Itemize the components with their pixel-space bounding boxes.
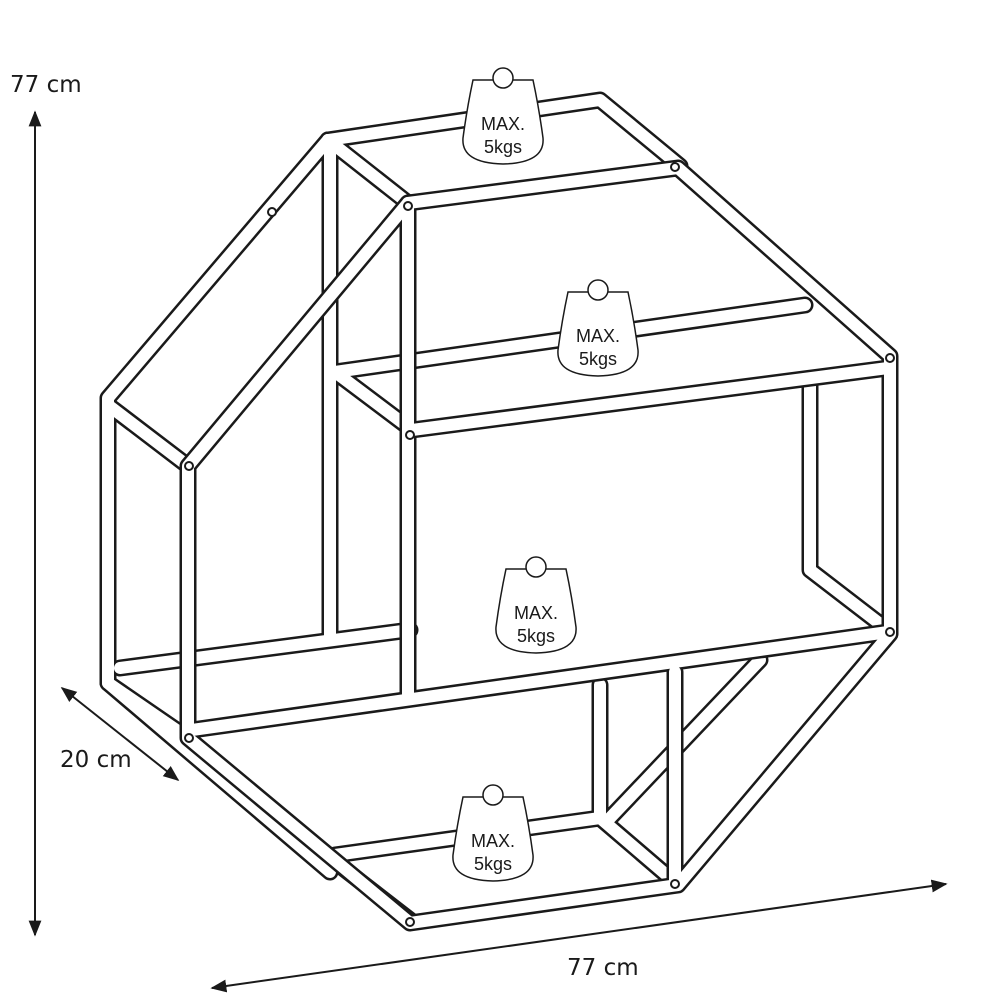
height-label: 77 cm <box>10 72 82 98</box>
weight-line2: 5kgs <box>517 626 555 646</box>
depth-dimension <box>60 687 180 781</box>
rivets <box>184 162 895 927</box>
weight-line1: MAX. <box>471 831 515 851</box>
depth-label: 20 cm <box>60 747 132 773</box>
front-frame <box>188 168 890 923</box>
width-label: 77 cm <box>567 955 639 981</box>
weight-line1: MAX. <box>481 114 525 134</box>
weight-line2: 5kgs <box>484 137 522 157</box>
weight-line2: 5kgs <box>579 349 617 369</box>
width-dimension <box>210 879 948 993</box>
weight-line1: MAX. <box>514 603 558 623</box>
weight-line1: MAX. <box>576 326 620 346</box>
weight-badge: MAX. 5kgs <box>462 67 544 165</box>
weight-badge: MAX. 5kgs <box>495 556 577 654</box>
weight-badge: MAX. 5kgs <box>557 279 639 377</box>
weight-badge: MAX. 5kgs <box>452 784 534 882</box>
weight-line2: 5kgs <box>474 854 512 874</box>
